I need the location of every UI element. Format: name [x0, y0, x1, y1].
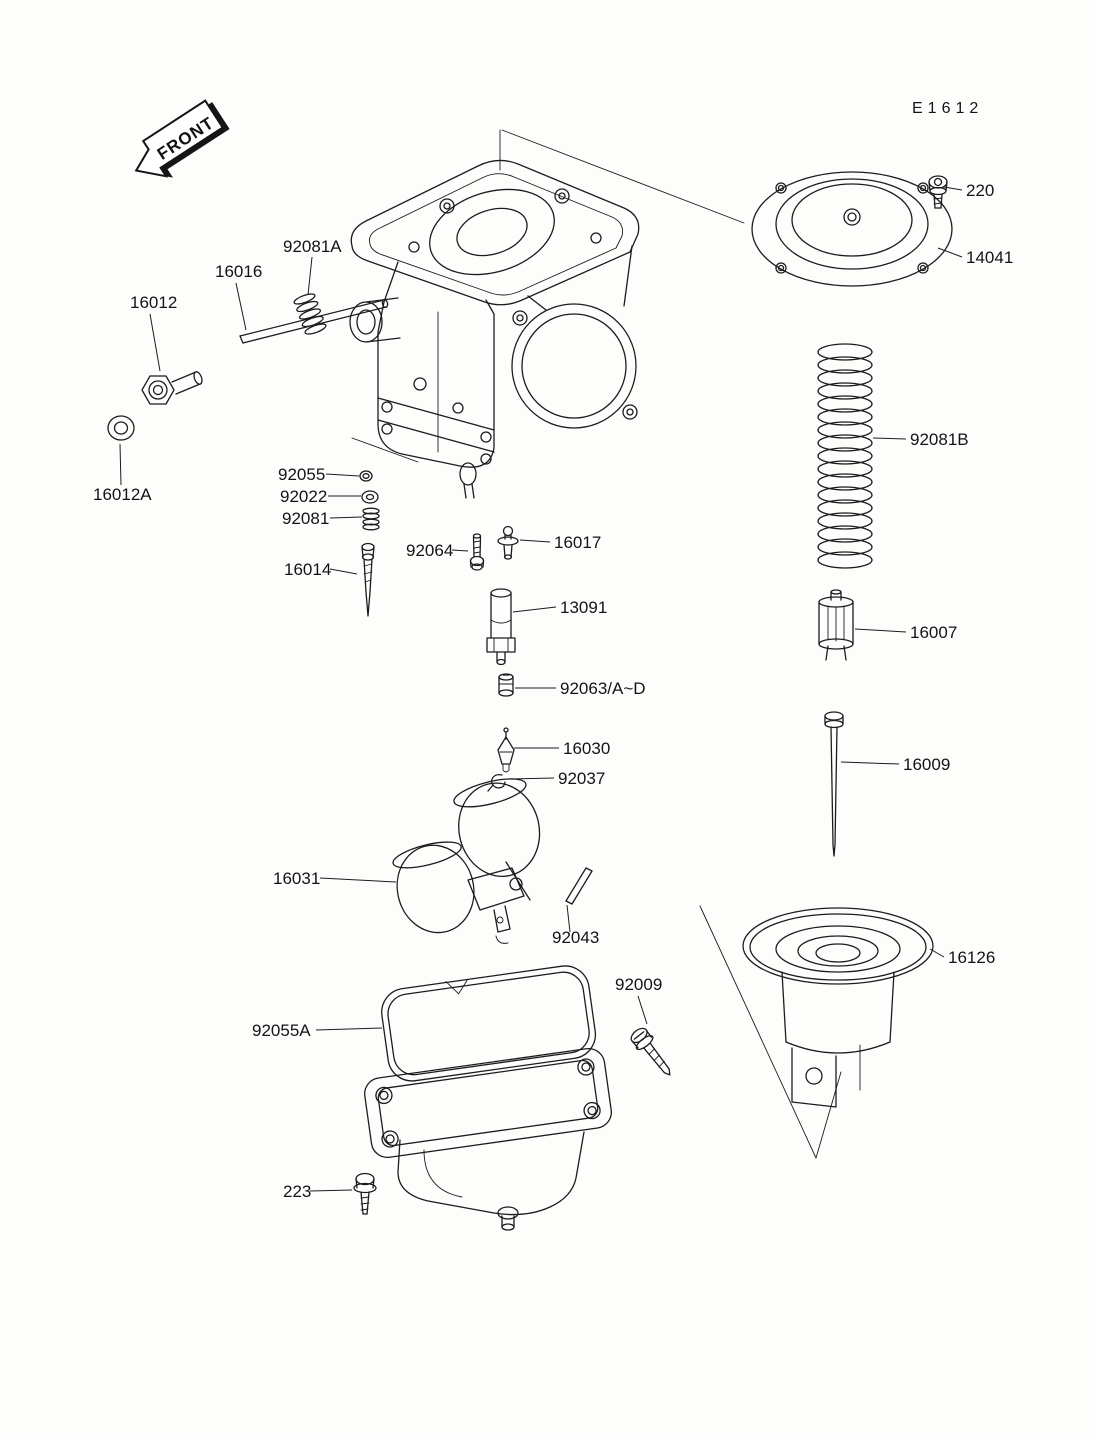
jet-92063	[498, 673, 514, 697]
part-label-13091: 13091	[560, 598, 607, 617]
leader-92043	[566, 904, 571, 933]
float-bowl	[364, 1047, 612, 1231]
leader-16031	[319, 877, 397, 883]
part-label-223: 223	[283, 1182, 311, 1201]
carburetor-body	[349, 159, 640, 499]
washer-92022	[361, 490, 379, 504]
leader-92081A	[307, 256, 313, 296]
pilot-screw-16014	[361, 542, 375, 617]
part-labels: 220 14041 92081B 16007 16009 16126 92081…	[93, 181, 1013, 1201]
leader-223	[309, 1189, 353, 1192]
front-arrow: FRONT	[134, 99, 230, 178]
part-label-16030: 16030	[563, 739, 610, 758]
top-cover-14041	[751, 171, 953, 287]
part-label-16012A: 16012A	[93, 485, 152, 504]
part-label-92037: 92037	[558, 769, 605, 788]
leader-14041	[937, 247, 963, 258]
leader-92055A	[315, 1027, 383, 1031]
screw-92064	[469, 533, 485, 571]
part-label-16012: 16012	[130, 293, 177, 312]
jet-needle-16009	[824, 711, 844, 857]
pin-92043	[565, 867, 593, 905]
part-label-92081: 92081	[282, 509, 329, 528]
leader-16014	[329, 568, 358, 575]
part-label-92064: 92064	[406, 541, 453, 560]
fitting-16012	[141, 371, 203, 405]
nut-16012A	[107, 415, 135, 441]
spring-92081A	[293, 293, 327, 335]
screw-92009	[630, 1027, 671, 1076]
front-arrow-body	[134, 99, 225, 178]
part-label-16031: 16031	[273, 869, 320, 888]
leader-92081	[329, 516, 363, 519]
part-label-92055A: 92055A	[252, 1021, 311, 1040]
spring-92081B	[817, 343, 873, 569]
part-label-16009: 16009	[903, 755, 950, 774]
holder-13091	[486, 588, 516, 666]
leader-16012	[149, 313, 161, 372]
shaft-16016	[239, 298, 389, 344]
part-label-92043: 92043	[552, 928, 599, 947]
part-label-92081A: 92081A	[283, 237, 342, 256]
diaphragm-16126	[742, 907, 934, 1108]
leader-16126	[929, 948, 945, 958]
part-label-92081B: 92081B	[910, 430, 969, 449]
part-label-16017: 16017	[554, 533, 601, 552]
part-label-220: 220	[966, 181, 994, 200]
part-label-92063: 92063/A~D	[560, 679, 646, 698]
valve-16017	[497, 525, 519, 560]
part-label-92009: 92009	[615, 975, 662, 994]
needle-holder-16007	[818, 589, 854, 661]
part-label-16016: 16016	[215, 262, 262, 281]
leader-92037	[508, 777, 555, 780]
leader-92081B	[872, 437, 907, 440]
float-valve-16030	[497, 727, 515, 773]
leader-92064	[451, 549, 469, 552]
float-16031	[392, 778, 541, 944]
leader-16016	[235, 282, 247, 331]
part-label-16007: 16007	[910, 623, 957, 642]
leader-lines	[119, 186, 963, 1192]
part-label-92055: 92055	[278, 465, 325, 484]
part-label-92022: 92022	[280, 487, 327, 506]
reference-lines	[351, 129, 842, 1159]
part-label-16014: 16014	[284, 560, 331, 579]
oring-92055	[359, 470, 373, 482]
spring-92081	[362, 507, 380, 531]
bowl-screw-223	[353, 1172, 377, 1215]
cover-screw-220	[928, 175, 948, 209]
bowl-gasket-92055A	[381, 965, 597, 1082]
leader-16009	[840, 761, 900, 765]
leader-16017	[519, 539, 551, 543]
leader-16012A	[119, 443, 122, 486]
leader-92009	[637, 995, 648, 1025]
part-label-16126: 16126	[948, 948, 995, 967]
leader-13091	[512, 606, 557, 613]
leader-220	[943, 186, 963, 191]
leader-16007	[854, 628, 907, 633]
clip-92037	[487, 774, 506, 792]
diagram-code: E1612	[912, 100, 983, 117]
leader-92055	[325, 473, 360, 477]
part-label-14041: 14041	[966, 248, 1013, 267]
